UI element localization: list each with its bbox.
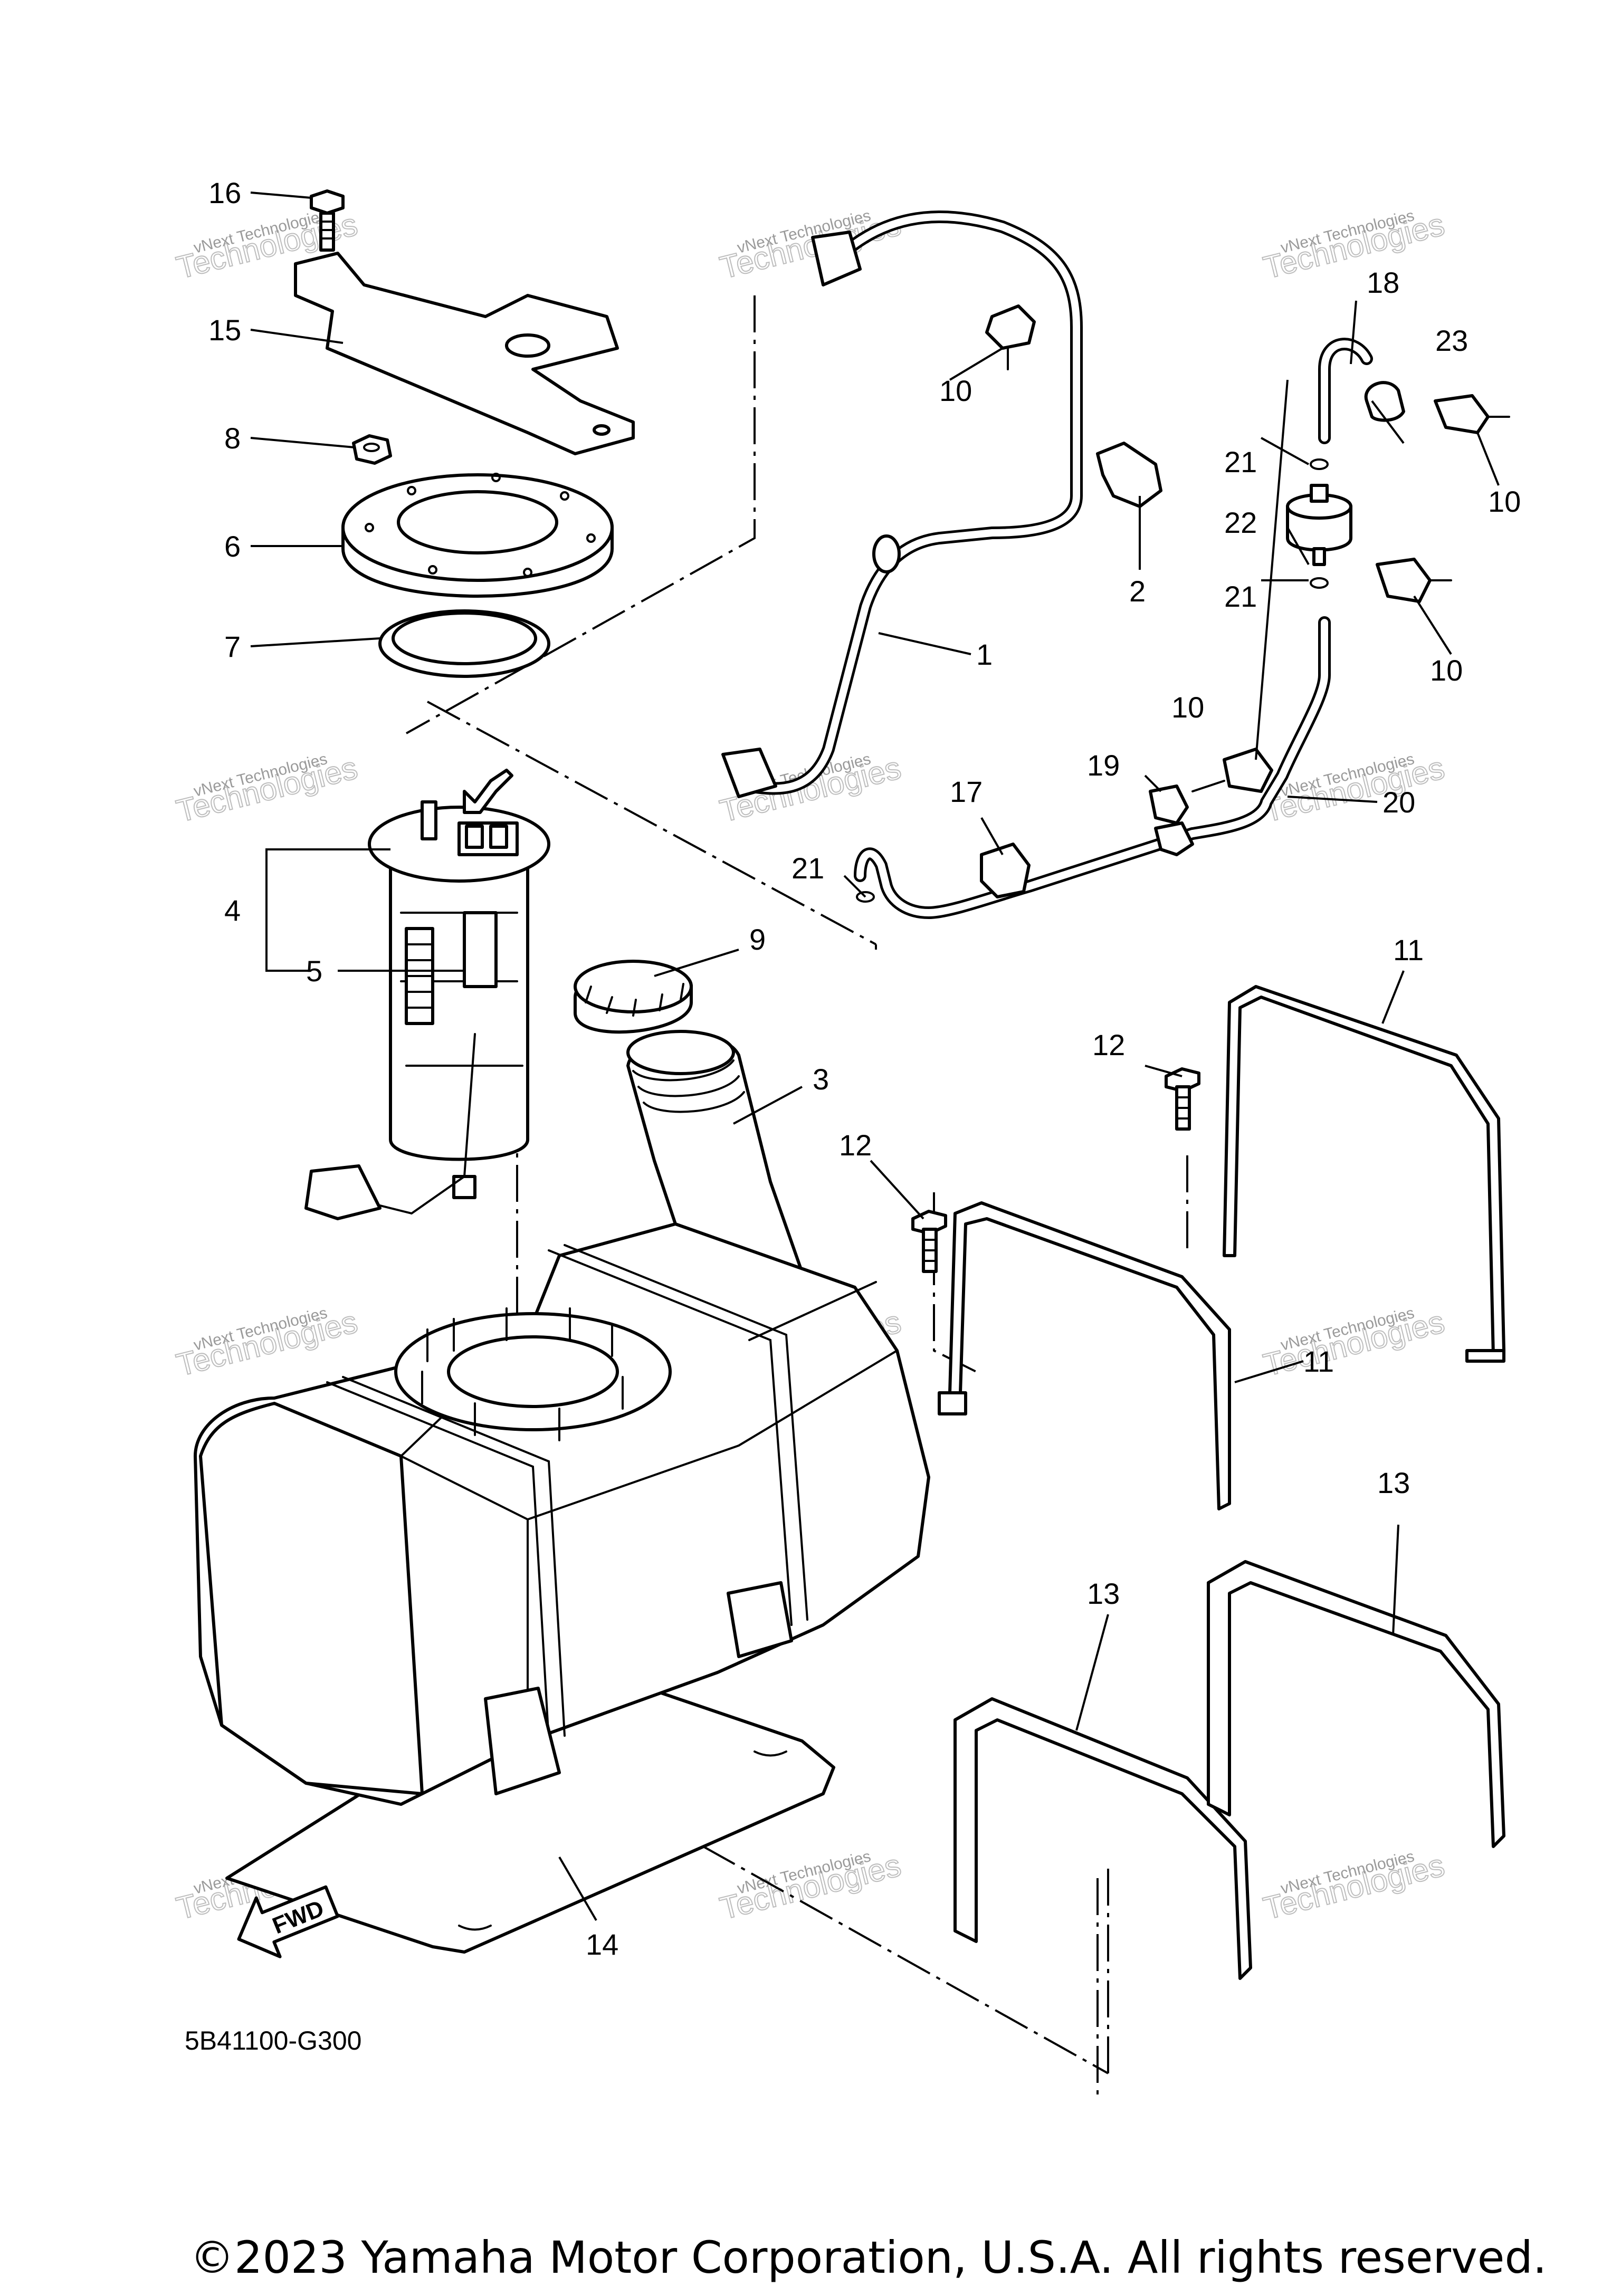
callout-2: 2 bbox=[1129, 575, 1146, 608]
callout-9: 9 bbox=[749, 923, 766, 956]
leader-lines bbox=[250, 192, 1500, 1921]
callout-10a: 10 bbox=[939, 374, 972, 407]
watermark: Technologies vNext Technologies bbox=[716, 1847, 905, 1927]
part-16-bolt bbox=[310, 189, 345, 252]
fwd-arrow: FWD bbox=[237, 1885, 339, 1958]
callout-23: 23 bbox=[1435, 324, 1468, 357]
part-7-gasket bbox=[378, 609, 550, 678]
callout-11b: 11 bbox=[1303, 1345, 1334, 1378]
watermark: Technologies vNext Technologies bbox=[1260, 1847, 1448, 1927]
callout-12b: 12 bbox=[839, 1128, 872, 1162]
callout-11a: 11 bbox=[1393, 933, 1424, 967]
main-fuel-tank bbox=[194, 1222, 930, 1806]
part-10-clamp bbox=[1191, 748, 1273, 793]
callout-18: 18 bbox=[1367, 266, 1399, 299]
part-10-clamp bbox=[985, 304, 1036, 370]
part-9-fuel-cap bbox=[574, 960, 693, 1034]
part-2-clip bbox=[1096, 442, 1162, 508]
breather-hose-18 bbox=[1318, 338, 1373, 444]
callout-21a: 21 bbox=[1224, 445, 1257, 479]
part-1-fuel-hose bbox=[721, 210, 1083, 798]
callout-14: 14 bbox=[586, 1928, 618, 1961]
part-23-grommet bbox=[1364, 381, 1405, 422]
watermark: Technologies vNext Technologies bbox=[1260, 1303, 1448, 1383]
part-10-clamp bbox=[1376, 558, 1452, 603]
copyright-notice: ©2023 Yamaha Motor Corporation, U.S.A. A… bbox=[190, 2232, 1547, 2283]
part-19-clip bbox=[1149, 785, 1194, 856]
part-8-nut bbox=[352, 434, 392, 465]
callout-21b: 21 bbox=[1224, 580, 1257, 613]
watermark: Technologies vNext Technologies bbox=[1260, 206, 1448, 286]
callouts: 16 15 8 6 7 4 5 1 2 10 18 23 10 21 22 21… bbox=[208, 176, 1521, 1961]
callout-10b: 10 bbox=[1488, 485, 1521, 518]
callout-5: 5 bbox=[306, 954, 322, 988]
part-21-clip bbox=[1310, 458, 1329, 470]
callout-8: 8 bbox=[224, 422, 241, 455]
part-13-pad bbox=[1207, 1560, 1505, 1848]
part-3-filler-neck bbox=[626, 1030, 809, 1289]
part-4-fuel-pump bbox=[304, 769, 550, 1220]
callout-13a: 13 bbox=[1377, 1466, 1410, 1499]
callout-12a: 12 bbox=[1092, 1028, 1125, 1061]
part-10-clamp bbox=[1434, 394, 1510, 434]
watermark: Technologies vNext Technologies bbox=[716, 206, 905, 286]
watermark: Technologies vNext Technologies bbox=[173, 1303, 361, 1383]
part-17-clamp bbox=[980, 843, 1031, 898]
callout-6: 6 bbox=[224, 530, 241, 563]
callout-1: 1 bbox=[976, 638, 993, 671]
callout-10d: 10 bbox=[1171, 691, 1204, 724]
callout-16: 16 bbox=[208, 176, 241, 209]
part-15-bracket bbox=[294, 252, 635, 455]
callout-13b: 13 bbox=[1087, 1577, 1120, 1610]
callout-15: 15 bbox=[208, 313, 241, 347]
callout-3: 3 bbox=[813, 1063, 829, 1096]
callout-4: 4 bbox=[224, 894, 241, 927]
callout-17: 17 bbox=[950, 775, 983, 808]
part-22-filter bbox=[1286, 484, 1352, 566]
callout-21c: 21 bbox=[792, 852, 824, 885]
part-12-bolt bbox=[1165, 1067, 1200, 1131]
callout-7: 7 bbox=[224, 630, 241, 663]
part-13-pad bbox=[953, 1697, 1252, 1980]
callout-20: 20 bbox=[1382, 786, 1415, 819]
part-21-clip bbox=[1310, 577, 1329, 589]
part-12-bolt bbox=[911, 1210, 947, 1273]
callout-19: 19 bbox=[1087, 749, 1120, 782]
callout-10c: 10 bbox=[1430, 654, 1463, 687]
part-11-strap bbox=[938, 985, 1505, 1510]
part-21-clip bbox=[856, 891, 875, 903]
part-6-retaining-ring bbox=[341, 473, 614, 598]
diagram-code: 5B41100-G300 bbox=[185, 2026, 361, 2055]
watermark: Technologies vNext Technologies bbox=[173, 749, 361, 829]
callout-22: 22 bbox=[1224, 506, 1257, 539]
